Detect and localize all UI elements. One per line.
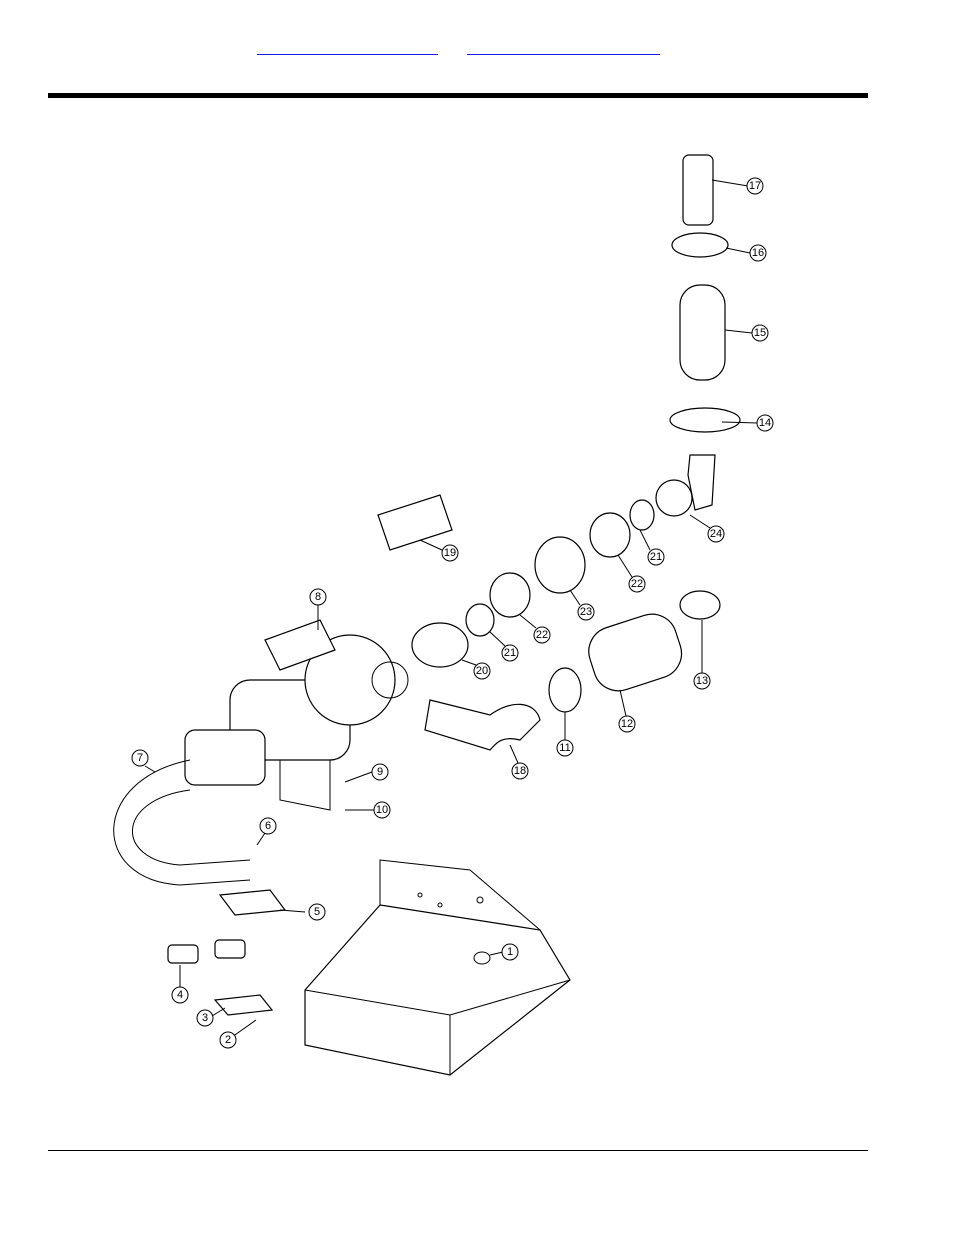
- callout-6: 6: [259, 817, 277, 835]
- callout-21-b: 21: [647, 548, 665, 566]
- svg-text:5: 5: [314, 906, 320, 918]
- svg-text:22: 22: [631, 578, 643, 590]
- clamp-13: [679, 590, 721, 620]
- flange-24: [655, 479, 693, 517]
- callout-16: 16: [749, 244, 767, 262]
- coupler-right: [214, 939, 246, 959]
- svg-text:19: 19: [444, 547, 456, 559]
- callout-20: 20: [473, 662, 491, 680]
- clamp-22a: [489, 572, 531, 618]
- pump-assembly: [184, 619, 409, 811]
- callout-8: 8: [309, 588, 327, 606]
- svg-text:23: 23: [580, 606, 592, 618]
- callout-1: 1: [501, 943, 519, 961]
- callout-22-a: 22: [533, 626, 551, 644]
- svg-text:20: 20: [476, 665, 488, 677]
- callout-10: 10: [373, 801, 391, 819]
- hose-12: [588, 613, 683, 692]
- hose-15: [679, 284, 726, 381]
- callout-12: 12: [618, 715, 636, 733]
- mount-bracket: [304, 859, 571, 1076]
- callout-19: 19: [441, 544, 459, 562]
- callout-13: 13: [693, 672, 711, 690]
- clamp-22b: [589, 512, 631, 558]
- svg-text:3: 3: [202, 1012, 208, 1024]
- svg-text:21: 21: [650, 551, 662, 563]
- clamp-14: [669, 407, 741, 433]
- svg-text:10: 10: [376, 804, 388, 816]
- hose-loop: [113, 759, 251, 886]
- callout-3: 3: [196, 1009, 214, 1027]
- svg-text:4: 4: [177, 989, 183, 1001]
- clamp-16: [671, 232, 729, 258]
- svg-text:2: 2: [225, 1034, 231, 1046]
- svg-text:12: 12: [621, 718, 633, 730]
- svg-text:7: 7: [137, 752, 143, 764]
- coupler-left: [167, 944, 199, 964]
- gasket-21b: [629, 499, 655, 531]
- elbow-18: [424, 699, 541, 751]
- clamp-plate-5: [218, 889, 287, 916]
- barb-17: [682, 154, 714, 226]
- callout-18: 18: [511, 762, 529, 780]
- callout-17: 17: [746, 177, 764, 195]
- svg-text:17: 17: [749, 180, 761, 192]
- callout-22-b: 22: [628, 575, 646, 593]
- callout-2: 2: [219, 1031, 237, 1049]
- svg-text:9: 9: [377, 766, 383, 778]
- svg-text:1: 1: [507, 946, 513, 958]
- clamp-plate-3: [213, 994, 274, 1016]
- svg-text:13: 13: [696, 675, 708, 687]
- svg-text:6: 6: [265, 820, 271, 832]
- callout-15: 15: [751, 324, 769, 342]
- svg-text:24: 24: [710, 528, 722, 540]
- callout-23: 23: [577, 603, 595, 621]
- spool-23: [534, 536, 586, 594]
- svg-text:11: 11: [559, 742, 570, 754]
- callout-21-a: 21: [501, 644, 519, 662]
- callout-9: 9: [371, 763, 389, 781]
- footer-rule: [48, 1150, 868, 1151]
- svg-text:15: 15: [754, 327, 766, 339]
- header-rule: [48, 93, 868, 98]
- svg-text:22: 22: [536, 629, 548, 641]
- elbow-24: [687, 454, 716, 511]
- callout-5: 5: [308, 903, 326, 921]
- header-link-left[interactable]: [257, 40, 438, 55]
- barb-19: [377, 494, 453, 551]
- gasket-21a: [465, 603, 495, 637]
- fitting-20: [411, 622, 469, 668]
- clamp-11: [548, 667, 582, 713]
- callout-7: 7: [131, 749, 149, 767]
- svg-text:18: 18: [514, 765, 526, 777]
- callout-4: 4: [171, 986, 189, 1004]
- parts-diagram: 1 2 3 4 5 6 7 8 9 10 11 12 13 14 15 16 1…: [113, 154, 774, 1076]
- callout-11: 11: [556, 739, 574, 757]
- header-link-right[interactable]: [467, 40, 660, 55]
- callout-24: 24: [707, 525, 725, 543]
- svg-text:21: 21: [504, 647, 516, 659]
- svg-text:8: 8: [315, 591, 321, 603]
- svg-text:14: 14: [759, 417, 771, 429]
- svg-text:16: 16: [752, 247, 764, 259]
- callout-14: 14: [756, 414, 774, 432]
